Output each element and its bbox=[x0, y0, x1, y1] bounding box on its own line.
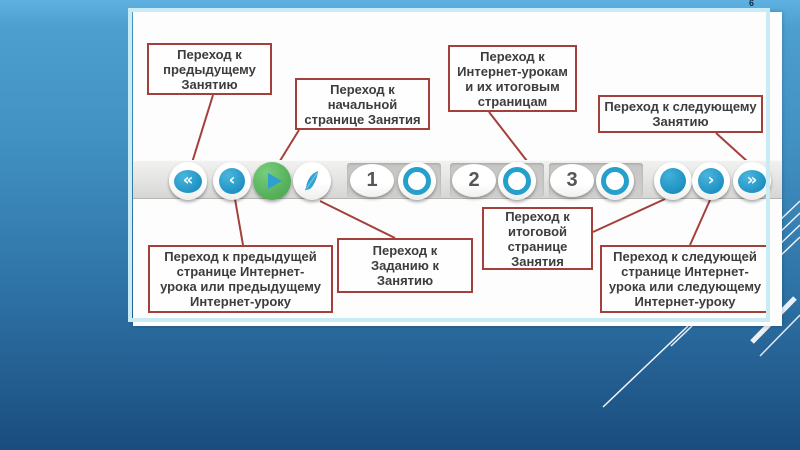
lesson-2-number-button[interactable]: 2 bbox=[452, 164, 496, 197]
lesson-3-final-page-button[interactable] bbox=[596, 162, 634, 200]
final-page-button[interactable] bbox=[654, 162, 692, 200]
callout-next-page: Переход к следующей странице Интернет- у… bbox=[600, 245, 770, 313]
prev-lesson-button[interactable]: « bbox=[169, 162, 207, 200]
callout-next-lesson: Переход к следующему Занятию bbox=[598, 95, 763, 133]
lesson-navigation-toolbar: « ‹ 1 2 3 › bbox=[133, 160, 782, 200]
chevron-left-icon: ‹ bbox=[219, 168, 245, 194]
ring-icon bbox=[403, 167, 431, 195]
lesson-start-page-button[interactable] bbox=[253, 162, 291, 200]
callout-prev-page: Переход к предыдущей странице Интернет- … bbox=[148, 245, 333, 313]
lesson-2-final-page-button[interactable] bbox=[498, 162, 536, 200]
lesson-2-label: 2 bbox=[468, 169, 480, 191]
feather-icon bbox=[305, 171, 318, 191]
next-lesson-button[interactable]: » bbox=[733, 162, 771, 200]
callout-internet-lessons: Переход к Интернет-урокам и их итоговым … bbox=[448, 45, 577, 112]
lesson-3-label: 3 bbox=[566, 169, 578, 191]
solid-circle-icon bbox=[660, 168, 686, 194]
ring-icon bbox=[503, 167, 531, 195]
double-chevron-left-icon: « bbox=[174, 169, 202, 193]
lesson-1-final-page-button[interactable] bbox=[398, 162, 436, 200]
lesson-3-number-button[interactable]: 3 bbox=[550, 164, 594, 197]
lesson-1-label: 1 bbox=[366, 169, 378, 191]
ring-icon bbox=[601, 167, 629, 195]
slide-number: 6 bbox=[749, 0, 755, 8]
lesson-1-number-button[interactable]: 1 bbox=[350, 164, 394, 197]
lesson-task-button[interactable] bbox=[293, 162, 331, 200]
chevron-right-icon: › bbox=[698, 168, 724, 194]
prev-page-button[interactable]: ‹ bbox=[213, 162, 251, 200]
next-page-button[interactable]: › bbox=[692, 162, 730, 200]
double-chevron-right-icon: » bbox=[738, 169, 766, 193]
callout-prev-lesson: Переход к предыдущему Занятию bbox=[147, 43, 272, 95]
callout-final-page: Переход к итоговой странице Занятия bbox=[482, 207, 593, 270]
callout-task: Переход к Заданию к Занятию bbox=[337, 238, 473, 293]
play-icon bbox=[267, 173, 282, 189]
callout-start-page: Переход к начальной странице Занятия bbox=[295, 78, 430, 130]
